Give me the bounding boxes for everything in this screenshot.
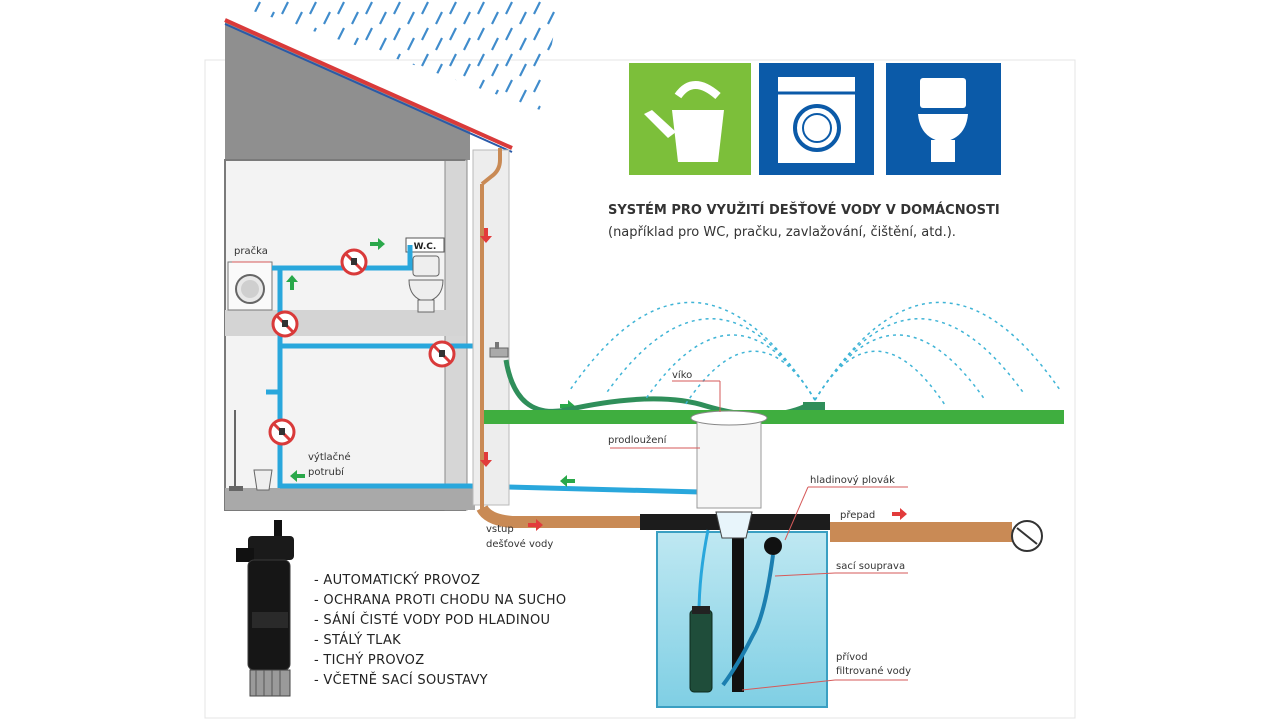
diagram-labels: pračka výtlačné potrubí vstup dešťové vo… <box>234 245 911 677</box>
rain <box>250 0 560 110</box>
diagram-subtitle: (například pro WC, pračku, zavlažování, … <box>608 225 956 240</box>
feature-list: - AUTOMATICKÝ PROVOZ - OCHRANA PROTI CHO… <box>314 572 566 688</box>
toilet-icon <box>886 63 1001 175</box>
feature-item: - STÁLÝ TLAK <box>314 632 401 648</box>
feature-item: - VČETNĚ SACÍ SOUSTAVY <box>314 672 488 688</box>
label-potrubi: potrubí <box>308 466 345 478</box>
bucket-and-mop <box>229 410 273 491</box>
sprinkler-spray <box>569 301 1061 406</box>
submersible-pump <box>236 520 294 697</box>
overflow-pipe <box>830 520 1043 552</box>
leader-lines <box>232 261 908 691</box>
label-privod: přívod <box>836 651 868 663</box>
feature-item: - OCHRANA PROTI CHODU NA SUCHO <box>314 593 566 608</box>
label-pracka: pračka <box>234 245 268 257</box>
feature-item: - SÁNÍ ČISTÉ VODY POD HLADINOU <box>314 612 550 628</box>
label-destove-vody: dešťové vody <box>486 538 553 550</box>
label-vytlacne: výtlačné <box>308 451 351 463</box>
label-prodlouzeni: prodloužení <box>608 434 668 446</box>
label-plovak: hladinový plovák <box>810 474 895 486</box>
diagram-title: SYSTÉM PRO VYUŽITÍ DEŠŤOVÉ VODY V DOMÁCN… <box>608 202 1000 218</box>
label-filtrovane: filtrované vody <box>836 665 911 677</box>
water-tank <box>640 410 830 708</box>
label-saci: sací souprava <box>836 560 905 572</box>
lawn <box>484 410 1064 424</box>
wc-sign: W.C. <box>414 242 437 252</box>
watering-can-icon <box>629 63 751 175</box>
house <box>224 18 513 511</box>
label-vstup: vstup <box>486 524 514 535</box>
toilet: W.C. <box>405 237 445 313</box>
feature-item: - AUTOMATICKÝ PROVOZ <box>314 572 480 588</box>
rain-downpipe <box>472 148 640 528</box>
indoor-water-pipes <box>266 245 701 495</box>
label-viko: víko <box>672 369 692 381</box>
feature-item: - TICHÝ PROVOZ <box>314 652 424 668</box>
washing-machine <box>227 261 273 311</box>
no-drinking-water-signs <box>268 248 456 446</box>
flow-arrows-red <box>480 228 907 531</box>
washing-machine-icon <box>759 63 874 175</box>
label-prepad: přepad <box>840 509 875 521</box>
